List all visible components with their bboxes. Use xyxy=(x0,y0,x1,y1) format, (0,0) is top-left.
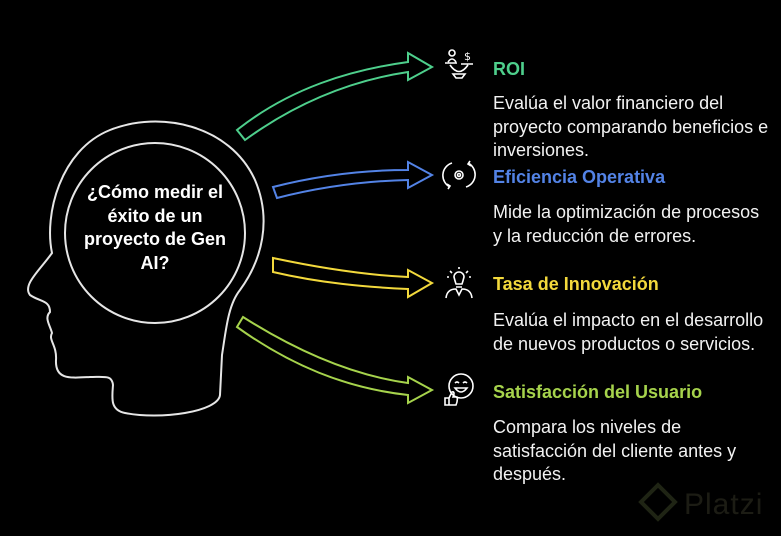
platzi-watermark: Platzi xyxy=(638,482,764,522)
item-title-roi: ROI xyxy=(493,59,526,79)
center-question: ¿Cómo medir el éxito de un proyecto de G… xyxy=(83,182,227,273)
smiley-thumbs-up-icon xyxy=(444,373,474,406)
arrow-satisfaccion xyxy=(235,315,435,405)
svg-text:$: $ xyxy=(464,50,471,63)
item-title-satisfaccion: Satisfacción del Usuario xyxy=(493,382,703,402)
head-outline xyxy=(27,120,265,417)
item-title-eficiencia: Eficiencia Operativa xyxy=(493,167,666,187)
item-title-innovacion: Tasa de Innovación xyxy=(493,274,659,294)
question-circle xyxy=(64,142,246,324)
item-description-roi: Evalúa el valor financiero del proyecto … xyxy=(493,93,769,161)
watermark-text: Platzi xyxy=(684,488,764,521)
scale-money-icon: $ xyxy=(445,49,473,79)
arrow-roi xyxy=(235,51,435,142)
arrow-eficiencia xyxy=(271,160,435,200)
item-description-innovacion: Evalúa el impacto en el desarrollo de nu… xyxy=(493,310,764,354)
gear-cycle-icon xyxy=(442,160,476,190)
arrow-innovacion xyxy=(272,256,435,299)
lightbulb-person-icon xyxy=(445,267,473,299)
item-description-eficiencia: Mide la optimización de procesos y la re… xyxy=(493,202,760,246)
item-description-satisfaccion: Compara los niveles de satisfacción del … xyxy=(493,417,737,485)
platzi-logo-icon xyxy=(638,482,678,522)
